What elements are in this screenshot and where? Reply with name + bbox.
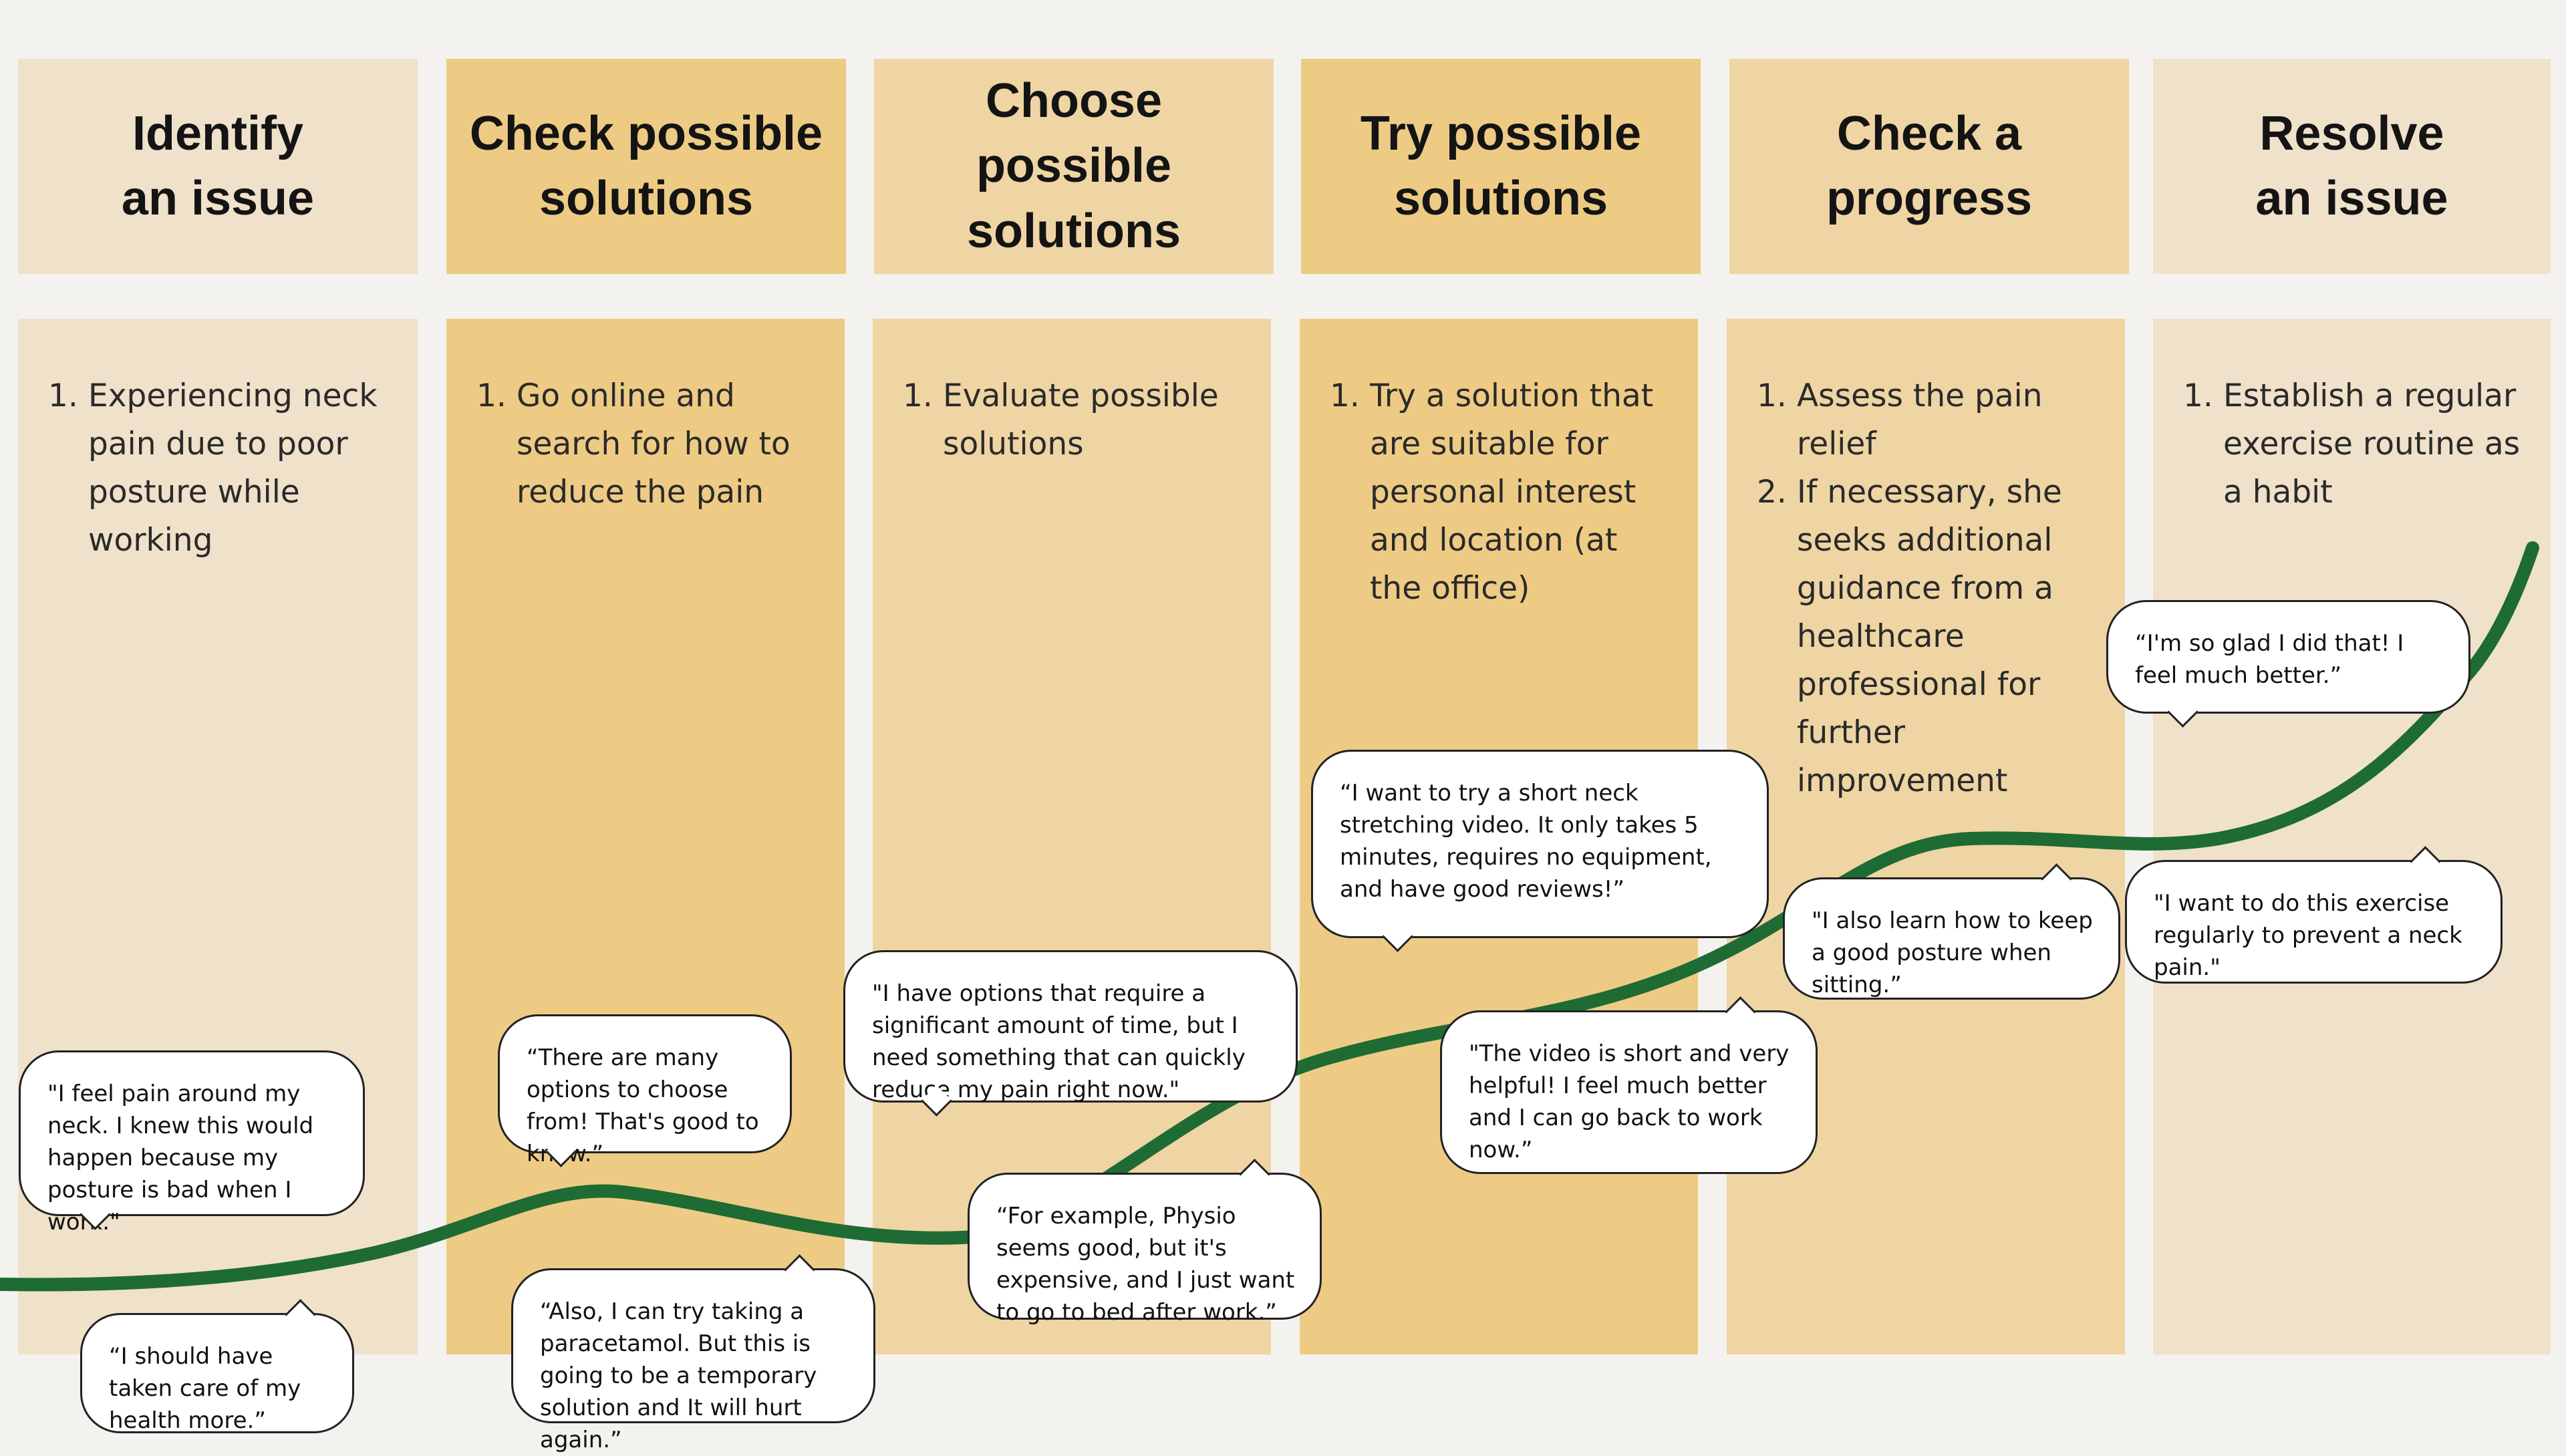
quote-text: "I also learn how to keep a good posture…: [1812, 907, 2093, 998]
stage-header-choose-solutions: Choose possible solutions: [874, 59, 1274, 274]
quote-text: “Also, I can try taking a paracetamol. B…: [540, 1298, 817, 1453]
quote-bubble-neck-pain: "I feel pain around my neck. I knew this…: [19, 1050, 365, 1235]
step-item: If necessary, she seeks additional guida…: [1757, 468, 2062, 799]
quote-bubble-exercise-regularly: "I want to do this exercise regularly to…: [2125, 846, 2503, 984]
quote-text: "I have options that require a significa…: [872, 980, 1246, 1103]
step-item: Go online and search for how to reduce t…: [476, 372, 791, 511]
stage-title: Check possible solutions: [469, 106, 823, 225]
quote-bubble-stretching-video: “I want to try a short neck stretching v…: [1311, 750, 1769, 952]
step-list: Assess the pain relief If necessary, she…: [1727, 372, 2125, 805]
quote-text: “I'm so glad I did that! I feel much bet…: [2135, 630, 2404, 689]
step-list: Try a solution that are suitable for per…: [1300, 372, 1698, 613]
quote-bubble-physio: “For example, Physio seems good, but it'…: [968, 1159, 1322, 1326]
quote-text: "The video is short and very helpful! I …: [1469, 1040, 1790, 1163]
quote-text: “For example, Physio seems good, but it'…: [996, 1203, 1295, 1326]
quote-bubble-paracetamol: “Also, I can try taking a paracetamol. B…: [511, 1254, 875, 1453]
step-list: Evaluate possible solutions: [873, 372, 1271, 468]
step-list: Establish a regular exercise routine as …: [2153, 372, 2551, 517]
quote-bubble-time-options: "I have options that require a significa…: [843, 950, 1298, 1117]
step-list: Experiencing neck pain due to poor postu…: [18, 372, 418, 565]
quote-bubble-many-options: “There are many options to choose from! …: [498, 1014, 792, 1167]
step-item: Establish a regular exercise routine as …: [2183, 372, 2521, 511]
stage-title: Resolve an issue: [2255, 106, 2448, 225]
quote-text: “There are many options to choose from! …: [527, 1044, 759, 1167]
stage-header-resolve: Resolve an issue: [2153, 59, 2551, 274]
stage-title: Choose possible solutions: [967, 74, 1181, 258]
stage-header-identify: Identify an issue: [18, 59, 418, 274]
step-item: Evaluate possible solutions: [903, 372, 1219, 462]
quote-text: “I should have taken care of my health m…: [109, 1343, 301, 1434]
quote-bubble-so-glad: “I'm so glad I did that! I feel much bet…: [2106, 600, 2470, 728]
step-item: Try a solution that are suitable for per…: [1330, 372, 1654, 607]
stage-header-check-progress: Check a progress: [1729, 59, 2129, 274]
stage-column-check-solutions: Go online and search for how to reduce t…: [446, 319, 845, 1354]
quote-text: "I feel pain around my neck. I knew this…: [47, 1080, 314, 1235]
quote-text: “I want to try a short neck stretching v…: [1340, 780, 1712, 903]
stage-header-try-solutions: Try possible solutions: [1301, 59, 1701, 274]
journey-line: [0, 541, 2539, 1292]
stage-title: Identify an issue: [121, 106, 315, 225]
stage-header-check-solutions: Check possible solutions: [446, 59, 846, 274]
quote-bubble-video-helpful: "The video is short and very helpful! I …: [1440, 996, 1818, 1174]
quote-bubble-health: “I should have taken care of my health m…: [80, 1299, 354, 1434]
stage-title: Try possible solutions: [1360, 106, 1642, 225]
quote-text: "I want to do this exercise regularly to…: [2154, 890, 2462, 981]
step-item: Assess the pain relief: [1757, 372, 2043, 462]
stage-title: Check a progress: [1826, 106, 2033, 225]
quote-bubble-good-posture: "I also learn how to keep a good posture…: [1783, 863, 2120, 1000]
step-list: Go online and search for how to reduce t…: [446, 372, 845, 517]
step-item: Experiencing neck pain due to poor postu…: [48, 372, 378, 559]
